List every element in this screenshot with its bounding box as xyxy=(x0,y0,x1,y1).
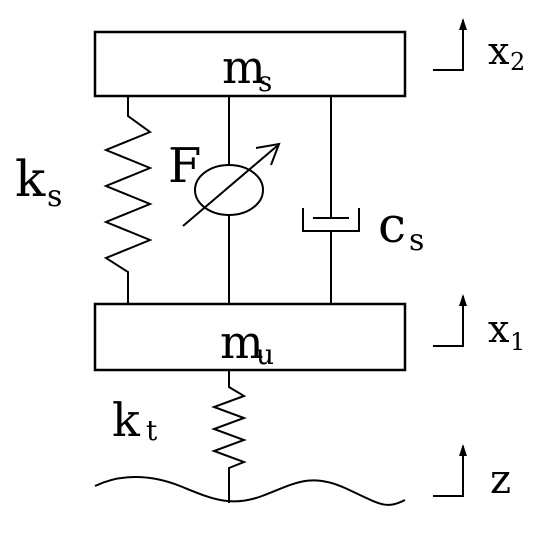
x2-arrow-head xyxy=(459,18,467,30)
tire-spring-label-sub: t xyxy=(146,414,158,447)
suspension-spring-label-base: k xyxy=(15,150,46,208)
suspension-spring-label-sub: s xyxy=(47,179,62,214)
x1-label-base: x xyxy=(488,307,509,351)
z-arrow-line xyxy=(433,446,464,497)
x2-label-sub: 2 xyxy=(510,48,525,76)
tire-spring-label-base: k xyxy=(112,393,141,447)
tire-spring-coil xyxy=(211,370,247,503)
sprung-mass: m s xyxy=(93,30,407,98)
tire-spring: k t xyxy=(112,370,247,503)
damper-label-base: c xyxy=(378,196,406,254)
suspension-spring-coil xyxy=(103,96,153,304)
actuator-arrow-shaft xyxy=(182,145,278,227)
displacement-x2: x 2 xyxy=(433,18,525,76)
x2-label-base: x xyxy=(488,29,509,73)
sprung-mass-label-base: m xyxy=(222,40,266,94)
z-label: z xyxy=(490,457,511,503)
actuator-arrow-head xyxy=(255,142,281,166)
displacement-z: z xyxy=(433,444,511,503)
suspension-spring: k s xyxy=(15,96,153,304)
x1-arrow-line xyxy=(433,296,464,347)
road-surface xyxy=(94,476,406,506)
x2-arrow-line xyxy=(433,20,464,71)
sprung-mass-label-sub: s xyxy=(258,65,272,98)
x1-label-sub: 1 xyxy=(510,328,525,356)
displacement-x1: x 1 xyxy=(433,294,525,356)
unsprung-mass-box xyxy=(93,302,407,372)
damper-label-sub: s xyxy=(409,223,424,258)
x1-arrow-head xyxy=(459,294,467,306)
damper: c s xyxy=(302,96,424,304)
z-arrow-head xyxy=(459,444,467,456)
unsprung-mass-label-base: m xyxy=(220,315,264,369)
actuator-label: F xyxy=(168,138,201,194)
actuator: F xyxy=(168,96,281,304)
unsprung-mass: m u xyxy=(93,302,407,372)
unsprung-mass-label-sub: u xyxy=(256,338,274,371)
sprung-mass-box xyxy=(93,30,407,98)
